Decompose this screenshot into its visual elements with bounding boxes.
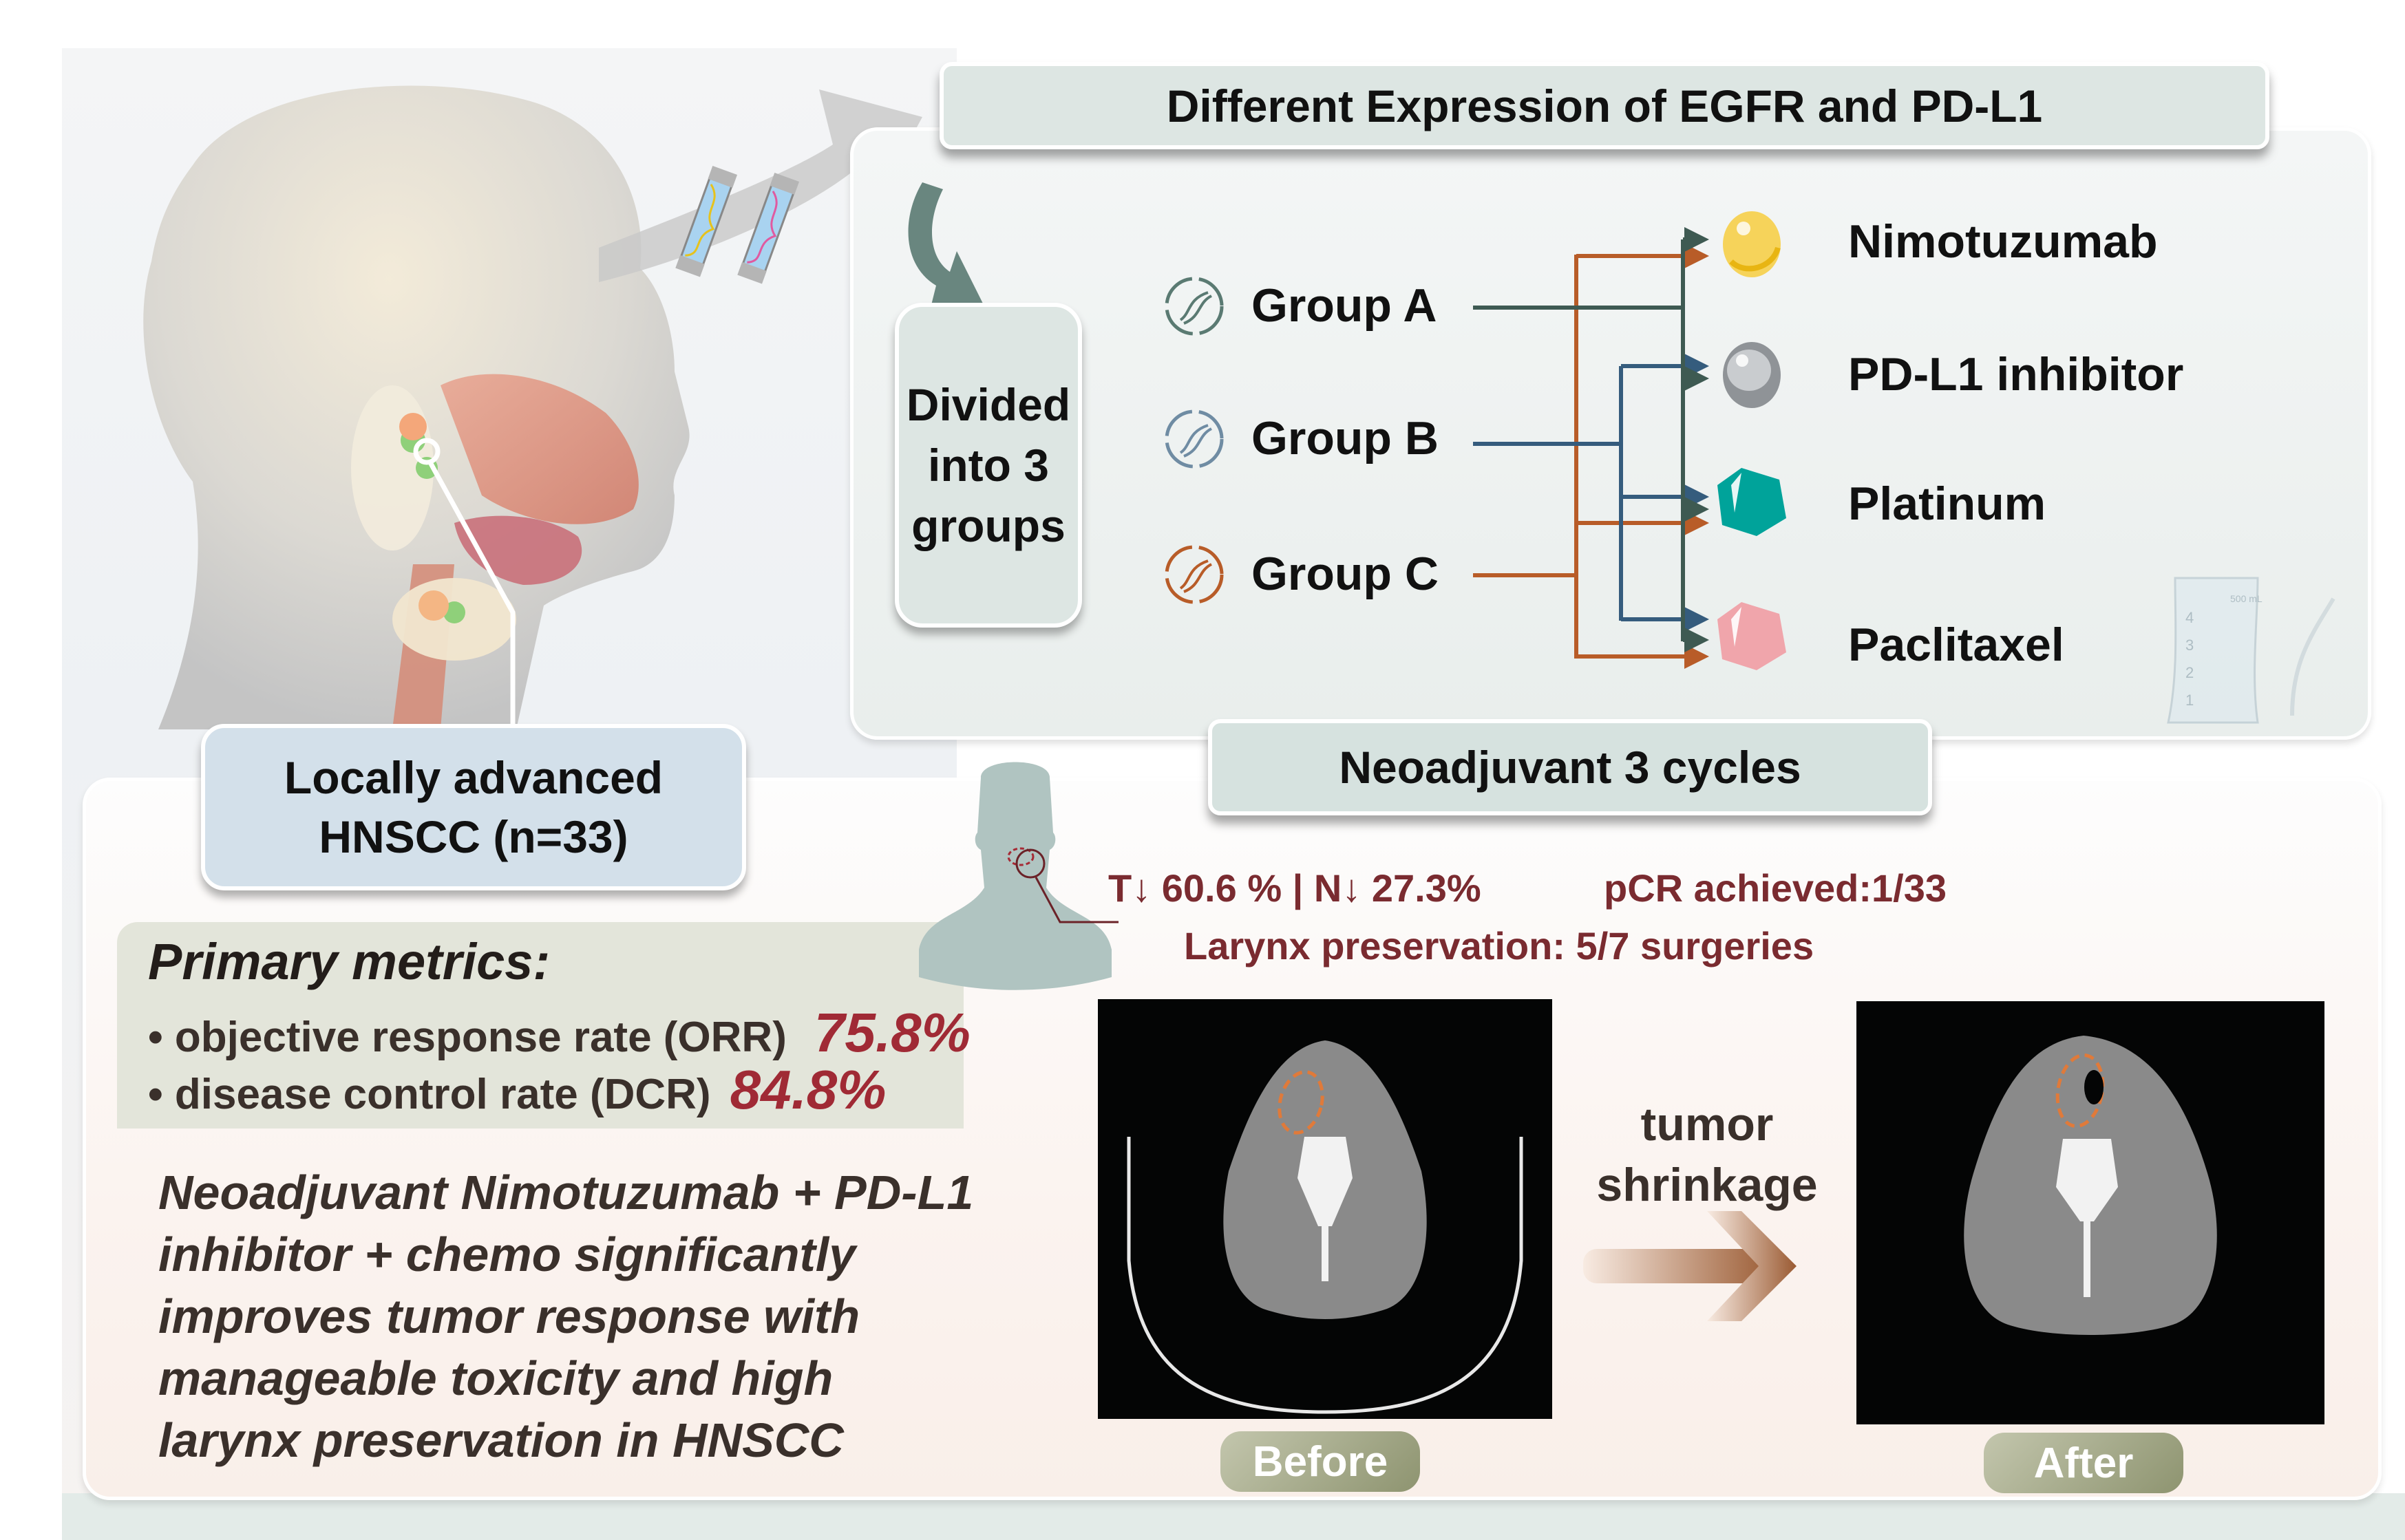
group-drug-connectors	[1473, 227, 1709, 669]
after-label: After	[1984, 1433, 2183, 1493]
cohort-line-2: HNSCC (n=33)	[319, 811, 628, 862]
yellow-pill-icon	[1723, 211, 1781, 277]
divided-line-3: groups	[911, 500, 1066, 551]
group-a-connector	[1473, 227, 1709, 652]
cohort-box: Locally advanced HNSCC (n=33)	[201, 724, 746, 890]
conclusion-line: larynx preservation in HNSCC	[158, 1413, 844, 1467]
metric-dcr-label: • disease control rate (DCR)	[148, 1071, 711, 1118]
conclusion-text: Neoadjuvant Nimotuzumab + PD-L1 inhibito…	[158, 1162, 1088, 1471]
group-a-label: Group A	[1251, 279, 1437, 332]
metric-orr-label: • objective response rate (ORR)	[148, 1014, 787, 1061]
drug-label-pd-l1-inhibitor: PD-L1 inhibitor	[1848, 348, 2184, 400]
iv-bag-icon: 500 mL 4 3 2 1	[2167, 577, 2335, 724]
shrinkage-arrow-icon	[1583, 1211, 1797, 1321]
group-c-label: Group C	[1251, 548, 1439, 600]
drug-label-nimotuzumab: Nimotuzumab	[1848, 215, 2158, 268]
drug-label-platinum: Platinum	[1848, 478, 2046, 530]
conclusion-line: improves tumor response with	[158, 1290, 860, 1343]
group-b-label: Group B	[1251, 412, 1439, 464]
dna-test-tubes-icon	[675, 166, 800, 284]
svg-text:4: 4	[2185, 609, 2194, 626]
conclusion-line: manageable toxicity and high	[158, 1351, 834, 1405]
before-label: Before	[1220, 1431, 1420, 1492]
group-c-connector	[1473, 244, 1709, 669]
group-b-connector	[1473, 354, 1709, 632]
svg-text:500 mL: 500 mL	[2230, 593, 2263, 604]
drug-label-paclitaxel: Paclitaxel	[1848, 619, 2064, 671]
patient-silhouette-icon	[919, 762, 1119, 990]
ct-scan-before	[1098, 999, 1552, 1419]
gray-pill-icon	[1723, 342, 1781, 408]
svg-text:3: 3	[2185, 637, 2194, 654]
expression-title: Different Expression of EGFR and PD-L1	[940, 62, 2269, 149]
metric-dcr: • disease control rate (DCR) 84.8%	[148, 1058, 886, 1122]
teal-hexagon-icon	[1717, 468, 1786, 536]
divided-groups-box: Divided into 3 groups	[895, 303, 1082, 628]
primary-metrics-title: Primary metrics:	[148, 933, 551, 990]
flow-arrow-to-expression	[599, 89, 922, 282]
tumor-shrinkage-label: tumor shrinkage	[1576, 1094, 1838, 1215]
dna-icon-group-b	[1165, 409, 1224, 469]
divided-line-2: into 3	[927, 440, 1049, 491]
downstaging-stat: T↓ 60.6 % | N↓ 27.3%	[1108, 866, 1481, 910]
metric-orr-value: 75.8%	[814, 1002, 971, 1063]
svg-text:2: 2	[2185, 664, 2194, 681]
neoadjuvant-title: Neoadjuvant 3 cycles	[1208, 719, 1932, 815]
larynx-preservation-stat: Larynx preservation: 5/7 surgeries	[1184, 924, 1814, 967]
svg-text:1: 1	[2185, 692, 2194, 709]
ct-scan-after	[1856, 1001, 2324, 1424]
divided-line-1: Divided	[906, 379, 1071, 430]
shrinkage-line-2: shrinkage	[1596, 1159, 1818, 1211]
curved-arrow-icon	[908, 182, 984, 313]
conclusion-line: Neoadjuvant Nimotuzumab + PD-L1	[158, 1166, 974, 1219]
metric-dcr-value: 84.8%	[730, 1059, 887, 1120]
shrinkage-line-1: tumor	[1640, 1098, 1774, 1151]
cohort-line-1: Locally advanced	[284, 752, 664, 803]
dna-icon-group-c	[1165, 545, 1224, 604]
primary-metrics-box	[117, 922, 964, 1129]
bottom-strip	[62, 1493, 2405, 1540]
pcr-stat: pCR achieved:1/33	[1604, 866, 1947, 910]
dna-icon-group-a	[1165, 277, 1224, 336]
pink-hexagon-icon	[1717, 602, 1786, 670]
head-anatomy-illustration	[143, 85, 690, 729]
conclusion-line: inhibitor + chemo significantly	[158, 1228, 856, 1281]
metric-orr: • objective response rate (ORR) 75.8%	[148, 1001, 971, 1065]
